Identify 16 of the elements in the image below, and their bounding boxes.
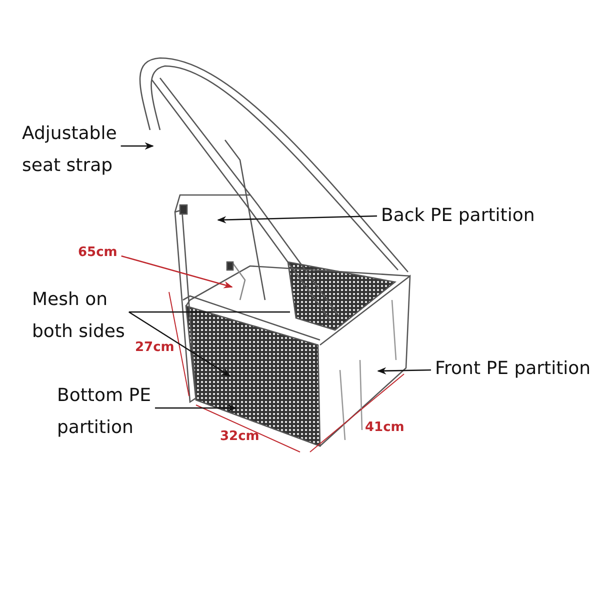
callout-label: Adjustable seat strap xyxy=(22,118,132,182)
callout-label: Bottom PE partition xyxy=(57,380,171,444)
leader-line xyxy=(154,404,237,412)
callout-label: Back PE partition xyxy=(381,200,535,232)
leader-line xyxy=(128,311,231,377)
dimension-label: 41cm xyxy=(365,420,404,435)
dimension-label: 27cm xyxy=(135,340,174,355)
leader-line xyxy=(377,367,432,374)
leader-line xyxy=(121,255,233,288)
leader-line xyxy=(128,311,290,313)
callout-label: 65cm xyxy=(78,245,118,260)
callout-label: Mesh on both sides xyxy=(32,284,132,348)
leader-line xyxy=(120,142,154,150)
callout-label: Front PE partition xyxy=(435,353,591,385)
dimension-label: 32cm xyxy=(220,429,260,444)
leader-line xyxy=(217,215,378,224)
